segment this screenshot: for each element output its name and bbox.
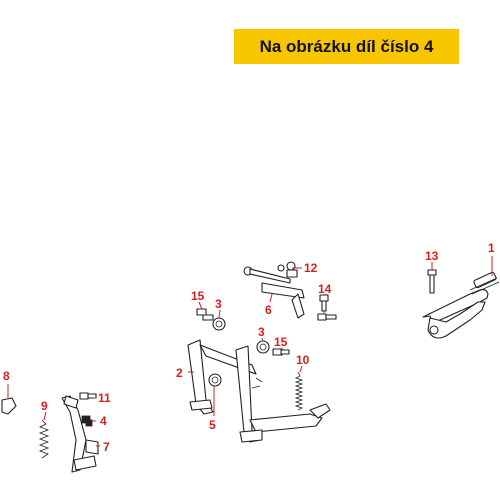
callout-5: 5 — [209, 418, 216, 432]
part-4-nut — [81, 415, 93, 427]
callout-11: 11 — [98, 391, 111, 405]
callout-15-left: 15 — [191, 289, 205, 303]
part-1-lever — [422, 271, 500, 339]
callout-3-right: 3 — [258, 325, 265, 339]
part-12-nut — [277, 261, 296, 272]
part-5-collar — [208, 373, 222, 387]
part-3-collar-right — [256, 340, 270, 354]
callout-8: 8 — [3, 369, 10, 383]
callout-9: 9 — [41, 399, 48, 413]
callout-2: 2 — [176, 366, 183, 380]
part-3-collar-left — [212, 317, 226, 331]
leader-lines — [7, 256, 493, 447]
callout-12: 12 — [304, 261, 318, 275]
part-15-bolt-right — [272, 348, 290, 356]
part-13-bolt — [427, 269, 437, 294]
callout-3-left: 3 — [215, 297, 222, 311]
callout-15-right: 15 — [274, 335, 288, 349]
part-14-bolts — [317, 294, 337, 321]
callout-1: 1 — [488, 241, 495, 255]
callout-4: 4 — [100, 414, 107, 428]
part-8-plate — [1, 397, 17, 415]
part-number-banner: Na obrázku díl číslo 4 — [234, 29, 459, 64]
part-10-spring — [294, 371, 304, 411]
part-11-bolt — [79, 392, 97, 400]
part-15-bolt-left — [196, 308, 214, 321]
callout-6: 6 — [265, 303, 272, 317]
part-6-bracket — [243, 266, 305, 319]
callout-7: 7 — [103, 440, 110, 454]
callout-14: 14 — [318, 282, 332, 296]
part-7-side-stand — [61, 395, 99, 473]
part-2-main-stand — [187, 339, 331, 443]
callout-10: 10 — [296, 353, 310, 367]
callout-13: 13 — [425, 249, 439, 263]
part-9-spring — [38, 419, 50, 459]
